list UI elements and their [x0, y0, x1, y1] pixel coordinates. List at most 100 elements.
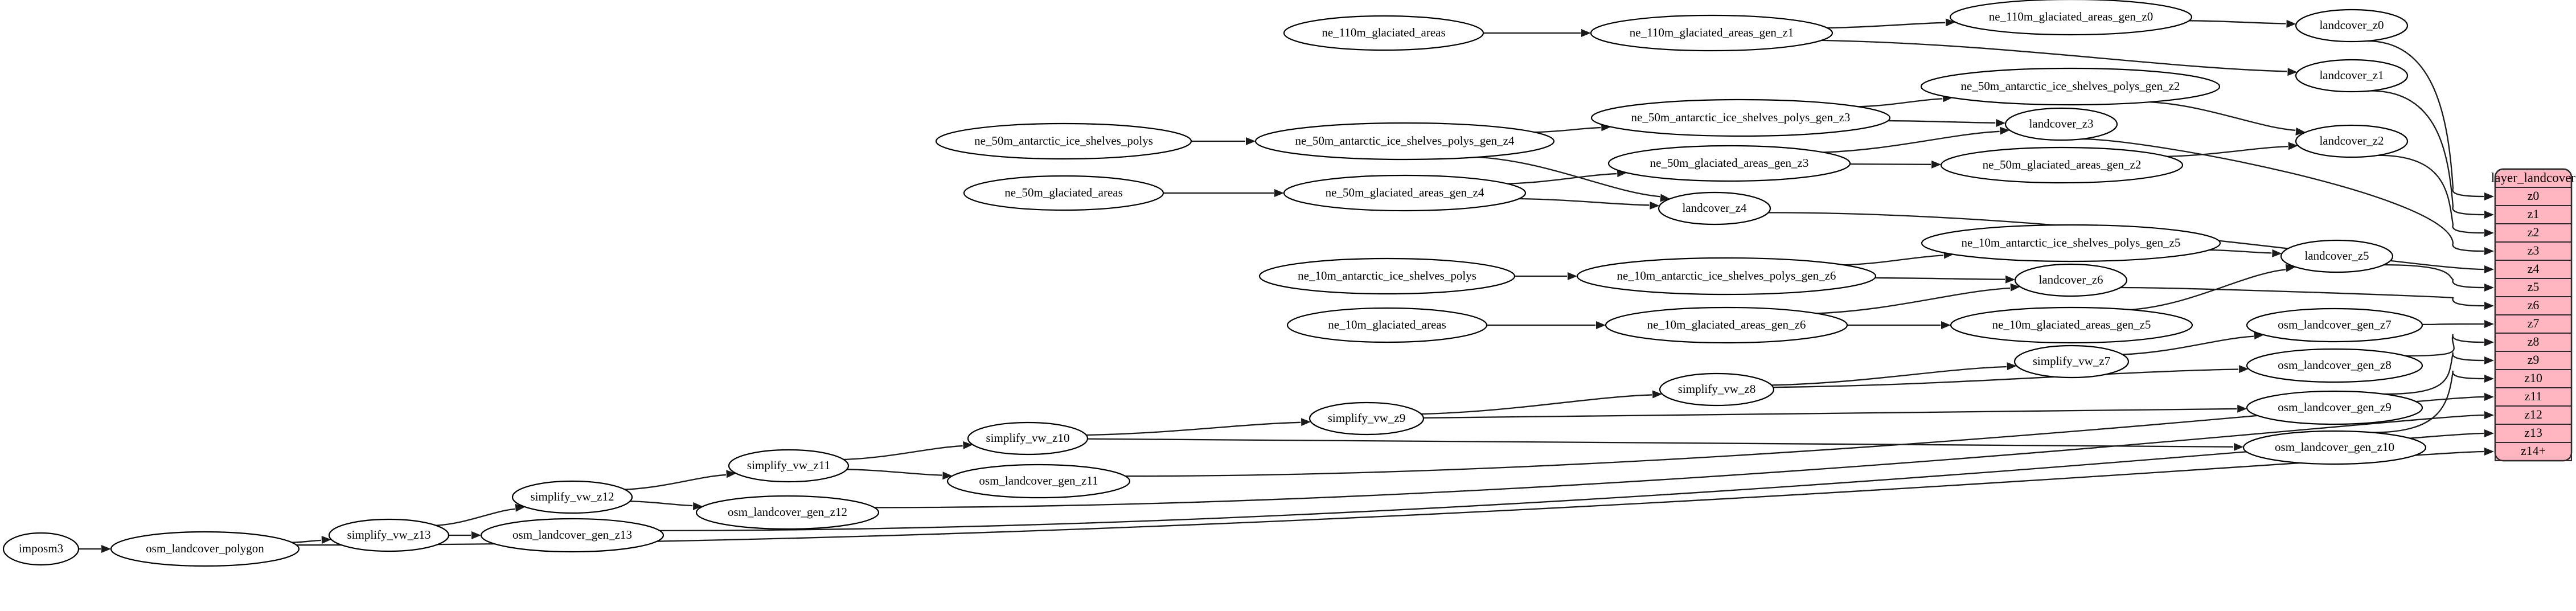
node-label: osm_landcover_gen_z9	[2278, 400, 2391, 414]
graph-node-ne_50m_antarctic_ice_shelves_polys_gen_z3[interactable]: ne_50m_antarctic_ice_shelves_polys_gen_z…	[1590, 99, 1891, 137]
graph-node-osm_landcover_gen_z7[interactable]: osm_landcover_gen_z7	[2246, 307, 2423, 343]
edge-arrowhead	[2000, 126, 2010, 135]
edge-arrowhead	[2237, 404, 2247, 413]
edge-arrowhead	[1931, 160, 1942, 169]
graph-node-ne_10m_glaciated_areas[interactable]: ne_10m_glaciated_areas	[1286, 307, 1488, 343]
table-row-z1[interactable]	[2495, 205, 2572, 224]
edge-line	[2081, 138, 2484, 252]
edge-arrowhead	[2239, 365, 2249, 374]
graph-node-simplify_vw_z11[interactable]: simplify_vw_z11	[728, 449, 850, 483]
edge-arrowhead	[2484, 448, 2494, 456]
edge-line	[1823, 130, 2000, 153]
graph-edge	[874, 411, 2494, 509]
graph-edge	[2422, 320, 2494, 328]
node-label: osm_landcover_gen_z10	[2275, 440, 2394, 454]
graph-node-ne_50m_antarctic_ice_shelves_polys_gen_z4[interactable]: ne_50m_antarctic_ice_shelves_polys_gen_z…	[1254, 122, 1555, 161]
graph-node-landcover_z2[interactable]: landcover_z2	[2295, 124, 2409, 158]
graph-edge	[1534, 123, 1611, 133]
graph-node-landcover_z4[interactable]: landcover_z4	[1658, 191, 1771, 225]
graph-node-osm_landcover_gen_z9[interactable]: osm_landcover_gen_z9	[2246, 390, 2423, 425]
graph-node-simplify_vw_z9[interactable]: simplify_vw_z9	[1308, 401, 1425, 436]
graph-node-ne_50m_glaciated_areas_gen_z2[interactable]: ne_50m_glaciated_areas_gen_z2	[1940, 146, 2184, 184]
graph-node-landcover_z5[interactable]: landcover_z5	[2280, 239, 2394, 273]
edge-line	[847, 469, 942, 476]
graph-edge	[1888, 118, 2006, 127]
graph-node-simplify_vw_z8[interactable]: simplify_vw_z8	[1659, 372, 1775, 407]
graph-node-ne_10m_antarctic_ice_shelves_polys[interactable]: ne_10m_antarctic_ice_shelves_polys	[1258, 257, 1516, 295]
edge-arrowhead	[1568, 272, 1577, 280]
node-label: simplify_vw_z10	[986, 431, 1070, 445]
table-node-layer-landcover[interactable]: layer_landcoverz0z1z2z3z4z5z6z7z8z9z10z1…	[2491, 168, 2575, 462]
graph-node-landcover_z3[interactable]: landcover_z3	[2004, 107, 2118, 141]
graph-node-landcover_z6[interactable]: landcover_z6	[2014, 263, 2128, 297]
graph-node-ne_50m_antarctic_ice_shelves_polys_gen_z2[interactable]: ne_50m_antarctic_ice_shelves_polys_gen_z…	[1920, 67, 2221, 106]
node-label: ne_110m_glaciated_areas	[1322, 26, 1445, 39]
graph-edge	[1486, 321, 1606, 329]
edge-line	[1768, 212, 2484, 270]
graph-node-osm_landcover_gen_z13[interactable]: osm_landcover_gen_z13	[480, 518, 664, 553]
table-cell-label: z11	[2525, 389, 2542, 403]
node-label: simplify_vw_z8	[1678, 382, 1756, 396]
table-row-z14plus[interactable]	[2495, 442, 2572, 461]
graph-edge	[625, 470, 736, 490]
node-label: simplify_vw_z11	[747, 458, 830, 472]
node-label: osm_landcover_gen_z7	[2278, 318, 2391, 331]
graph-node-simplify_vw_z10[interactable]: simplify_vw_z10	[967, 421, 1089, 456]
table-row-z2[interactable]	[2495, 223, 2572, 243]
node-label: ne_10m_glaciated_areas_gen_z5	[1992, 318, 2151, 331]
edge-line	[2167, 146, 2288, 157]
graph-node-ne_50m_glaciated_areas_gen_z4[interactable]: ne_50m_glaciated_areas_gen_z4	[1283, 174, 1527, 212]
graph-edge	[1827, 18, 1956, 29]
edge-arrowhead	[2295, 127, 2306, 136]
graph-node-osm_landcover_polygon[interactable]: osm_landcover_polygon	[110, 531, 300, 567]
graph-node-ne_50m_antarctic_ice_shelves_polys[interactable]: ne_50m_antarctic_ice_shelves_polys	[935, 122, 1192, 160]
node-label: ne_110m_glaciated_areas_gen_z0	[1989, 10, 2153, 23]
edge-line	[1086, 421, 1301, 436]
graph-node-landcover_z1[interactable]: landcover_z1	[2295, 59, 2409, 93]
graph-node-ne_10m_glaciated_areas_gen_z6[interactable]: ne_10m_glaciated_areas_gen_z6	[1605, 306, 1848, 344]
graph-node-simplify_vw_z12[interactable]: simplify_vw_z12	[511, 480, 633, 514]
edge-line	[2378, 154, 2484, 234]
graph-node-landcover_z0[interactable]: landcover_z0	[2295, 9, 2409, 43]
graph-node-ne_10m_antarctic_ice_shelves_polys_gen_z6[interactable]: ne_10m_antarctic_ice_shelves_polys_gen_z…	[1576, 257, 1877, 296]
graph-node-osm_landcover_gen_z10[interactable]: osm_landcover_gen_z10	[2242, 430, 2427, 465]
graph-node-simplify_vw_z13[interactable]: simplify_vw_z13	[328, 518, 450, 552]
graph-node-ne_10m_glaciated_areas_gen_z5[interactable]: ne_10m_glaciated_areas_gen_z5	[1950, 306, 2193, 344]
graph-node-ne_110m_glaciated_areas_gen_z1[interactable]: ne_110m_glaciated_areas_gen_z1	[1590, 14, 1833, 52]
edge-arrowhead	[2286, 19, 2296, 28]
graph-edge	[1874, 275, 2016, 284]
edge-line	[1874, 277, 2005, 280]
table-cell-label: z0	[2528, 188, 2540, 203]
graph-node-imposm3[interactable]: imposm3	[2, 532, 80, 566]
graph-node-osm_landcover_gen_z12[interactable]: osm_landcover_gen_z12	[695, 495, 880, 530]
edge-line	[874, 414, 2484, 509]
graph-node-ne_110m_glaciated_areas_gen_z0[interactable]: ne_110m_glaciated_areas_gen_z0	[1949, 0, 2193, 36]
table-row-z12[interactable]	[2495, 405, 2572, 425]
edge-arrowhead	[1301, 418, 1311, 427]
edge-line	[2209, 249, 2272, 254]
edge-line	[436, 508, 515, 526]
edge-line	[2120, 286, 2484, 307]
edge-line	[2384, 264, 2484, 289]
table-cell-label: z9	[2528, 352, 2540, 367]
graph-edge	[630, 501, 703, 510]
edge-arrowhead	[963, 441, 973, 449]
edge-line	[1827, 22, 1946, 29]
edge-line	[2422, 323, 2484, 326]
edge-arrowhead	[1652, 390, 1663, 399]
graph-node-ne_50m_glaciated_areas[interactable]: ne_50m_glaciated_areas	[963, 175, 1164, 211]
graph-node-ne_10m_antarctic_ice_shelves_polys_gen_z5[interactable]: ne_10m_antarctic_ice_shelves_polys_gen_z…	[1921, 224, 2221, 263]
graph-node-ne_50m_glaciated_areas_gen_z3[interactable]: ne_50m_glaciated_areas_gen_z3	[1607, 145, 1851, 182]
graph-node-osm_landcover_gen_z8[interactable]: osm_landcover_gen_z8	[2246, 348, 2423, 383]
edge-line	[659, 432, 2484, 532]
table-layer: layer_landcoverz0z1z2z3z4z5z6z7z8z9z10z1…	[2491, 168, 2575, 462]
graph-edge	[1858, 94, 1953, 108]
node-label: ne_110m_glaciated_areas_gen_z1	[1630, 26, 1794, 39]
graph-node-osm_landcover_gen_z11[interactable]: osm_landcover_gen_z11	[946, 464, 1131, 499]
edge-arrowhead	[2484, 356, 2494, 364]
graph-node-ne_110m_glaciated_areas[interactable]: ne_110m_glaciated_areas	[1283, 15, 1484, 51]
edge-line	[1858, 98, 1943, 108]
edge-arrowhead	[2484, 229, 2494, 237]
graph-node-simplify_vw_z7[interactable]: simplify_vw_z7	[2013, 345, 2130, 379]
